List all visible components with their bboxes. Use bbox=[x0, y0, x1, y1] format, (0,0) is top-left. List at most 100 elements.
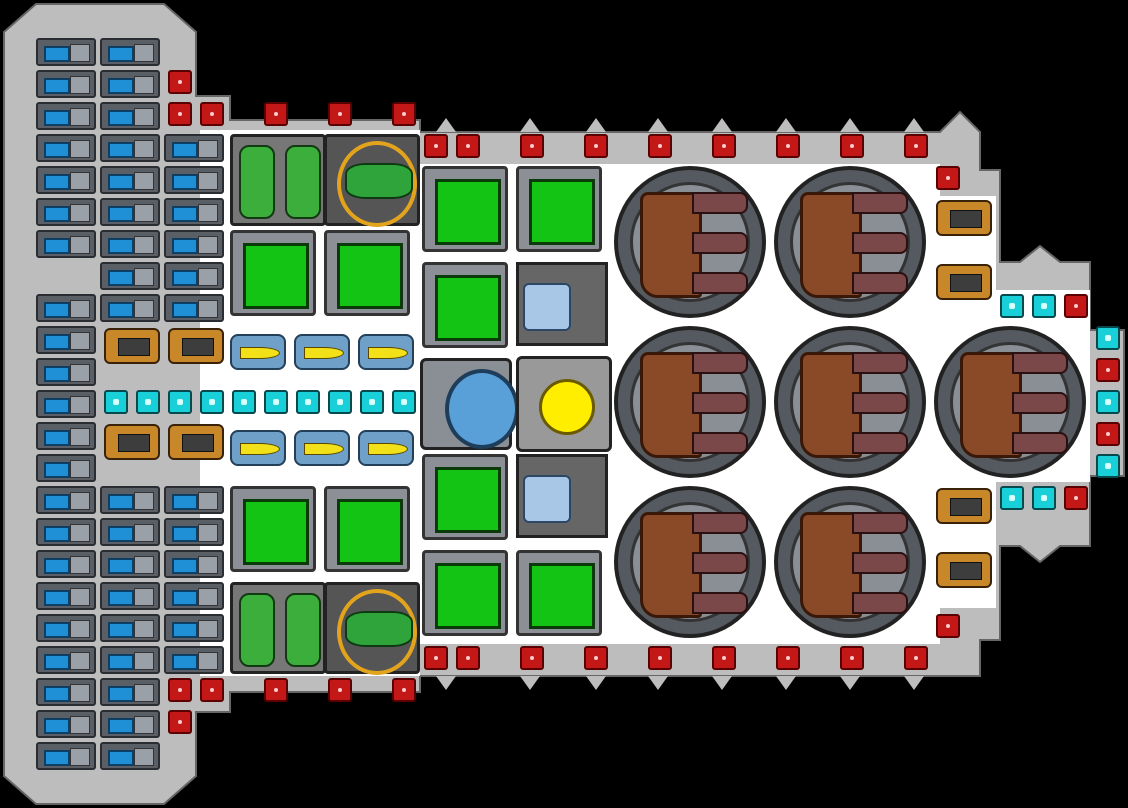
armor-block-icon[interactable] bbox=[520, 646, 544, 670]
battery-icon[interactable] bbox=[100, 70, 160, 98]
engine-icon[interactable] bbox=[516, 454, 608, 538]
shield-block-icon[interactable] bbox=[1096, 326, 1120, 350]
battery-icon[interactable] bbox=[164, 262, 224, 290]
cargo-block-icon[interactable] bbox=[422, 166, 508, 252]
armor-block-icon[interactable] bbox=[424, 134, 448, 158]
armor-block-icon[interactable] bbox=[392, 678, 416, 702]
missile-icon[interactable] bbox=[294, 430, 350, 466]
gun-turret-icon[interactable] bbox=[936, 200, 992, 236]
missile-icon[interactable] bbox=[230, 430, 286, 466]
battery-icon[interactable] bbox=[100, 550, 160, 578]
shield-block-icon[interactable] bbox=[168, 390, 192, 414]
shield-block-icon[interactable] bbox=[1000, 294, 1024, 318]
power-core-icon[interactable] bbox=[516, 356, 612, 452]
missile-icon[interactable] bbox=[358, 430, 414, 466]
heavy-turret-icon[interactable] bbox=[934, 326, 1086, 478]
armor-block-icon[interactable] bbox=[936, 614, 960, 638]
battery-icon[interactable] bbox=[100, 646, 160, 674]
battery-icon[interactable] bbox=[36, 198, 96, 226]
cargo-block-icon[interactable] bbox=[422, 550, 508, 636]
heavy-turret-icon[interactable] bbox=[614, 486, 766, 638]
battery-icon[interactable] bbox=[100, 710, 160, 738]
heavy-turret-icon[interactable] bbox=[614, 326, 766, 478]
cargo-block-icon[interactable] bbox=[230, 230, 316, 316]
armor-block-icon[interactable] bbox=[584, 134, 608, 158]
armor-block-icon[interactable] bbox=[776, 646, 800, 670]
cargo-block-icon[interactable] bbox=[516, 550, 602, 636]
battery-icon[interactable] bbox=[164, 294, 224, 322]
battery-icon[interactable] bbox=[36, 742, 96, 770]
heavy-turret-icon[interactable] bbox=[774, 486, 926, 638]
armor-block-icon[interactable] bbox=[840, 134, 864, 158]
heavy-turret-icon[interactable] bbox=[614, 166, 766, 318]
battery-icon[interactable] bbox=[100, 614, 160, 642]
battery-icon[interactable] bbox=[164, 198, 224, 226]
battery-icon[interactable] bbox=[100, 102, 160, 130]
battery-icon[interactable] bbox=[100, 742, 160, 770]
armor-block-icon[interactable] bbox=[168, 710, 192, 734]
battery-icon[interactable] bbox=[36, 70, 96, 98]
cargo-block-icon[interactable] bbox=[324, 230, 410, 316]
armor-block-icon[interactable] bbox=[1096, 358, 1120, 382]
reactor-icon[interactable] bbox=[230, 134, 326, 226]
battery-icon[interactable] bbox=[36, 390, 96, 418]
armor-block-icon[interactable] bbox=[1064, 294, 1088, 318]
armor-block-icon[interactable] bbox=[936, 166, 960, 190]
battery-icon[interactable] bbox=[100, 262, 160, 290]
armor-block-icon[interactable] bbox=[584, 646, 608, 670]
battery-icon[interactable] bbox=[36, 710, 96, 738]
battery-icon[interactable] bbox=[36, 582, 96, 610]
cockpit-icon[interactable] bbox=[324, 134, 420, 227]
battery-icon[interactable] bbox=[164, 582, 224, 610]
armor-block-icon[interactable] bbox=[328, 102, 352, 126]
armor-block-icon[interactable] bbox=[1096, 422, 1120, 446]
shield-block-icon[interactable] bbox=[1096, 390, 1120, 414]
battery-icon[interactable] bbox=[100, 518, 160, 546]
battery-icon[interactable] bbox=[164, 230, 224, 258]
heavy-turret-icon[interactable] bbox=[774, 326, 926, 478]
battery-icon[interactable] bbox=[36, 166, 96, 194]
shield-block-icon[interactable] bbox=[1096, 454, 1120, 478]
battery-icon[interactable] bbox=[36, 614, 96, 642]
armor-block-icon[interactable] bbox=[776, 134, 800, 158]
engine-icon[interactable] bbox=[516, 262, 608, 346]
battery-icon[interactable] bbox=[36, 102, 96, 130]
battery-icon[interactable] bbox=[36, 646, 96, 674]
battery-icon[interactable] bbox=[36, 454, 96, 482]
missile-icon[interactable] bbox=[230, 334, 286, 370]
battery-icon[interactable] bbox=[100, 294, 160, 322]
battery-icon[interactable] bbox=[100, 230, 160, 258]
shield-block-icon[interactable] bbox=[104, 390, 128, 414]
armor-block-icon[interactable] bbox=[392, 102, 416, 126]
battery-icon[interactable] bbox=[36, 230, 96, 258]
battery-icon[interactable] bbox=[100, 678, 160, 706]
shield-block-icon[interactable] bbox=[328, 390, 352, 414]
armor-block-icon[interactable] bbox=[168, 70, 192, 94]
shield-block-icon[interactable] bbox=[232, 390, 256, 414]
armor-block-icon[interactable] bbox=[168, 678, 192, 702]
heavy-turret-icon[interactable] bbox=[774, 166, 926, 318]
battery-icon[interactable] bbox=[164, 518, 224, 546]
battery-icon[interactable] bbox=[36, 678, 96, 706]
gun-turret-icon[interactable] bbox=[104, 328, 160, 364]
armor-block-icon[interactable] bbox=[904, 134, 928, 158]
armor-block-icon[interactable] bbox=[712, 646, 736, 670]
missile-icon[interactable] bbox=[294, 334, 350, 370]
cargo-block-icon[interactable] bbox=[230, 486, 316, 572]
shield-block-icon[interactable] bbox=[264, 390, 288, 414]
battery-icon[interactable] bbox=[164, 614, 224, 642]
gun-turret-icon[interactable] bbox=[936, 264, 992, 300]
battery-icon[interactable] bbox=[100, 166, 160, 194]
shield-block-icon[interactable] bbox=[136, 390, 160, 414]
armor-block-icon[interactable] bbox=[456, 646, 480, 670]
battery-icon[interactable] bbox=[36, 358, 96, 386]
shield-block-icon[interactable] bbox=[200, 390, 224, 414]
battery-icon[interactable] bbox=[36, 422, 96, 450]
battery-icon[interactable] bbox=[36, 134, 96, 162]
armor-block-icon[interactable] bbox=[200, 102, 224, 126]
battery-icon[interactable] bbox=[36, 486, 96, 514]
gun-turret-icon[interactable] bbox=[104, 424, 160, 460]
cargo-block-icon[interactable] bbox=[516, 166, 602, 252]
armor-block-icon[interactable] bbox=[712, 134, 736, 158]
missile-icon[interactable] bbox=[358, 334, 414, 370]
